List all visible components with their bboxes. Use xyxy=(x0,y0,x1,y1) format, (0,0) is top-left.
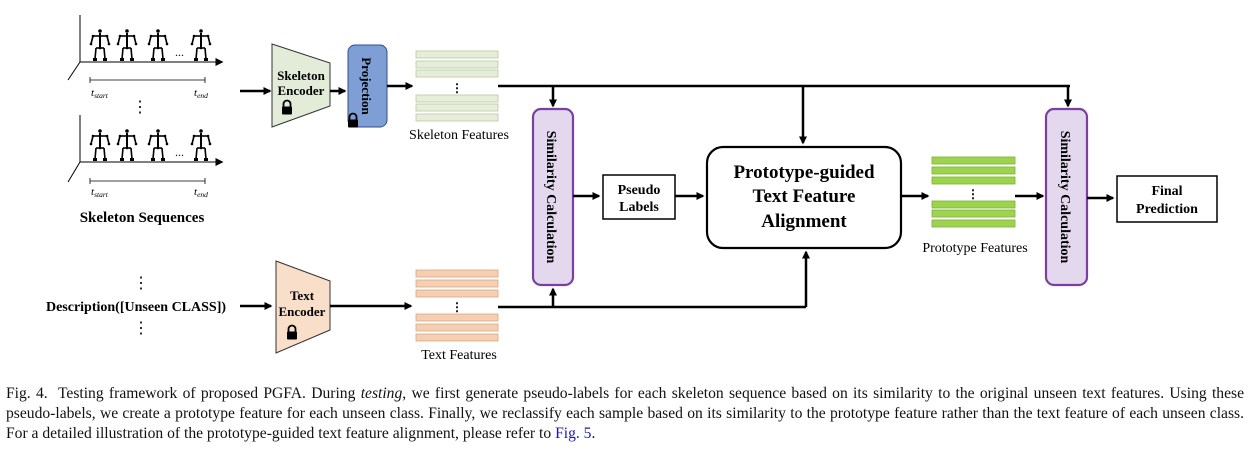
caption-text-2: , we first generate pseudo-labels for ea… xyxy=(6,385,1244,442)
final-prediction-box xyxy=(1116,175,1218,223)
caption-italic-word: testing xyxy=(360,385,403,402)
prototype-features-label: Prototype Features xyxy=(922,241,1027,256)
final-prediction-text-2: Prediction xyxy=(1136,202,1198,217)
pgtfa-title-1: Prototype-guided xyxy=(733,162,875,183)
skeleton-feature-bar xyxy=(415,69,499,78)
similarity-label-1: Similarity Calculation xyxy=(543,131,558,264)
pgtfa-title-3: Alignment xyxy=(761,211,847,232)
text-encoder-label-1: Text xyxy=(290,288,315,303)
text-feature-bar xyxy=(415,313,499,322)
skeleton-feature-bar xyxy=(415,94,499,103)
text-feature-bar xyxy=(415,333,499,342)
skeleton-features-label: Skeleton Features xyxy=(409,128,509,143)
pgtfa-box xyxy=(705,145,903,250)
skeleton-encoder: Skeleton Encoder xyxy=(271,43,331,128)
projection-module: Projection xyxy=(347,44,388,129)
text-encoder-label-2: Encoder xyxy=(279,304,326,319)
seq2-skeleton-3 xyxy=(146,128,170,162)
figure-caption: Fig. 4. Testing framework of proposed PG… xyxy=(6,384,1244,444)
prototype-feature-bar xyxy=(931,209,1016,218)
text-features: ⋮ xyxy=(415,269,499,342)
seq2-ellipsis: ... xyxy=(175,145,184,159)
caption-fig-label: Fig. 4. xyxy=(6,385,48,402)
pgtfa-title-2: Text Feature xyxy=(753,186,856,207)
text-feature-bar xyxy=(415,289,499,298)
skeleton-feature-bar xyxy=(415,103,499,112)
skeleton-sequence-2: ... tstart tend xyxy=(67,115,224,199)
final-prediction: Final Prediction xyxy=(1116,175,1218,223)
caption-figure-link[interactable]: Fig. 5 xyxy=(555,425,592,442)
pseudo-labels-text-2: Labels xyxy=(619,200,659,215)
seq1-skeleton-2 xyxy=(115,28,139,62)
text-feature-bar xyxy=(415,269,499,278)
projection-label: Projection xyxy=(359,57,374,115)
prototype-feature-bar xyxy=(931,219,1016,228)
seq1-skeleton-1 xyxy=(88,28,112,62)
description-label: Description([Unseen CLASS]) xyxy=(46,300,226,315)
skeleton-encoder-label-1: Skeleton xyxy=(277,68,325,83)
caption-text-end: . xyxy=(591,425,596,442)
prototype-feature-bar xyxy=(931,166,1016,175)
final-prediction-text-1: Final xyxy=(1151,184,1182,199)
text-features-label: Text Features xyxy=(421,348,497,363)
pseudo-labels: Pseudo Labels xyxy=(602,174,676,220)
seq1-t-end: tend xyxy=(194,87,208,100)
seq1-axis-depth xyxy=(67,61,81,81)
skeleton-feature-bar xyxy=(415,60,499,69)
sequences-vertical-ellipsis: ⋮ xyxy=(132,99,148,116)
seq2-axis-depth xyxy=(67,161,81,183)
skeleton-encoder-label-2: Encoder xyxy=(278,83,325,98)
seq1-ellipsis: ... xyxy=(175,45,184,59)
text-encoder: Text Encoder xyxy=(275,260,331,354)
seq2-t-end: tend xyxy=(194,186,208,199)
skeleton-features: ⋮ xyxy=(415,50,499,122)
prototype-feature-bar xyxy=(931,176,1016,185)
similarity-calculation-1: Similarity Calculation xyxy=(531,107,575,287)
caption-text-1: Testing framework of proposed PGFA. Duri… xyxy=(57,385,361,402)
skeleton-feature-bar xyxy=(415,50,499,59)
seq2-t-start: tstart xyxy=(91,186,109,199)
description-ellipsis-top: ⋮ xyxy=(133,275,149,292)
skeleton-sequences-label: Skeleton Sequences xyxy=(80,210,205,226)
prototype-feature-bar xyxy=(931,156,1016,165)
description-ellipsis-bottom: ⋮ xyxy=(133,320,149,337)
similarity-calculation-2: Similarity Calculation xyxy=(1044,107,1089,287)
seq2-skeleton-1 xyxy=(88,128,112,162)
similarity-label-2: Similarity Calculation xyxy=(1057,131,1072,264)
text-feature-bar xyxy=(415,279,499,288)
prototype-guided-alignment: Prototype-guided Text Feature Alignment xyxy=(705,145,903,250)
prototype-feature-bar xyxy=(931,200,1016,209)
seq1-skeleton-3 xyxy=(146,28,170,62)
text-feature-bar xyxy=(415,323,499,332)
seq1-t-start: tstart xyxy=(91,87,109,100)
seq2-skeleton-2 xyxy=(115,128,139,162)
seq2-skeleton-4 xyxy=(189,128,213,162)
skeleton-sequence-1: ... tstart tend xyxy=(67,15,224,100)
prototype-features: ⋮ xyxy=(931,156,1016,228)
pgfa-testing-framework-diagram: ... tstart tend ⋮ ... tstart tend Skelet… xyxy=(46,15,1218,363)
prototype-features-ellipsis: ⋮ xyxy=(967,187,979,201)
skeleton-encoder-shape xyxy=(271,43,331,128)
skeleton-features-ellipsis: ⋮ xyxy=(451,81,463,95)
skeleton-feature-bar xyxy=(415,113,499,122)
pseudo-labels-text-1: Pseudo xyxy=(618,183,661,198)
seq1-skeleton-4 xyxy=(189,28,213,62)
text-encoder-shape xyxy=(275,260,331,354)
text-features-ellipsis: ⋮ xyxy=(451,300,463,314)
